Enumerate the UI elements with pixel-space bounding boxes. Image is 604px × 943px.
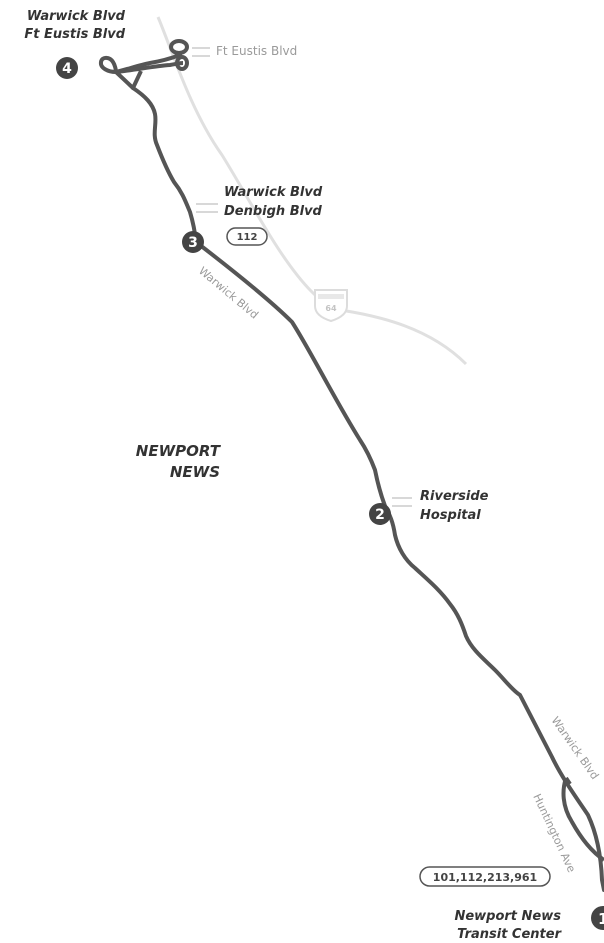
stop-2-number: 2: [375, 507, 385, 523]
stop-4-label-line1: Warwick Blvd: [27, 9, 126, 24]
street-label-ft-eustis: Ft Eustis Blvd: [216, 44, 297, 58]
route-badge-transit-center-text: 101,112,213,961: [433, 871, 537, 884]
route-loop-stop4: [98, 55, 118, 74]
stop-2-label-line1: Riverside: [420, 489, 489, 504]
route-badge-transit-center: 101,112,213,961: [419, 866, 551, 887]
stop-3-label-line2: Denbigh Blvd: [224, 204, 323, 219]
stop-1-number: 1: [598, 910, 604, 928]
route-badge-denbigh: 112: [226, 227, 268, 246]
stop-4-label-line2: Ft Eustis Blvd: [24, 27, 125, 42]
stop-2[interactable]: 2 Riverside Hospital: [369, 489, 489, 525]
stop-3-label-line1: Warwick Blvd: [224, 185, 323, 200]
route-badge-denbigh-text: 112: [237, 232, 258, 243]
route-line-warwick: [131, 86, 604, 892]
stop-2-label-line2: Hospital: [420, 508, 481, 523]
route-loop-east-link: [174, 51, 182, 60]
stop-3-marker: [182, 231, 204, 253]
stop-1-label-line2: Transit Center: [457, 927, 562, 942]
route-loop-east-upper: [169, 39, 189, 55]
interstate-64-road: [156, 16, 468, 366]
area-label-line1: NEWPORT: [136, 442, 222, 460]
stop-3[interactable]: 3 Warwick Blvd Denbigh Blvd: [182, 185, 323, 253]
route-line-huntington: [561, 777, 604, 862]
stop-4[interactable]: 4 Warwick Blvd Ft Eustis Blvd: [24, 9, 126, 79]
route-loop-east-lower: [175, 55, 189, 71]
stop-3-number: 3: [188, 235, 198, 251]
route-loop-ft-eustis-lower: [115, 61, 184, 74]
interstate-shield-icon: 64: [314, 289, 348, 323]
stop-4-marker: [56, 57, 78, 79]
stop-2-marker: [369, 503, 391, 525]
stop-1-label-line1: Newport News: [454, 909, 561, 924]
route-line-huntington-inner: [564, 776, 572, 786]
interstate-number: 64: [325, 304, 337, 313]
stop-4-number: 4: [62, 61, 72, 77]
stop-1[interactable]: 1 Newport News Transit Center: [454, 906, 604, 942]
stop-1-marker: [591, 906, 604, 930]
area-label-line2: NEWS: [170, 463, 220, 481]
